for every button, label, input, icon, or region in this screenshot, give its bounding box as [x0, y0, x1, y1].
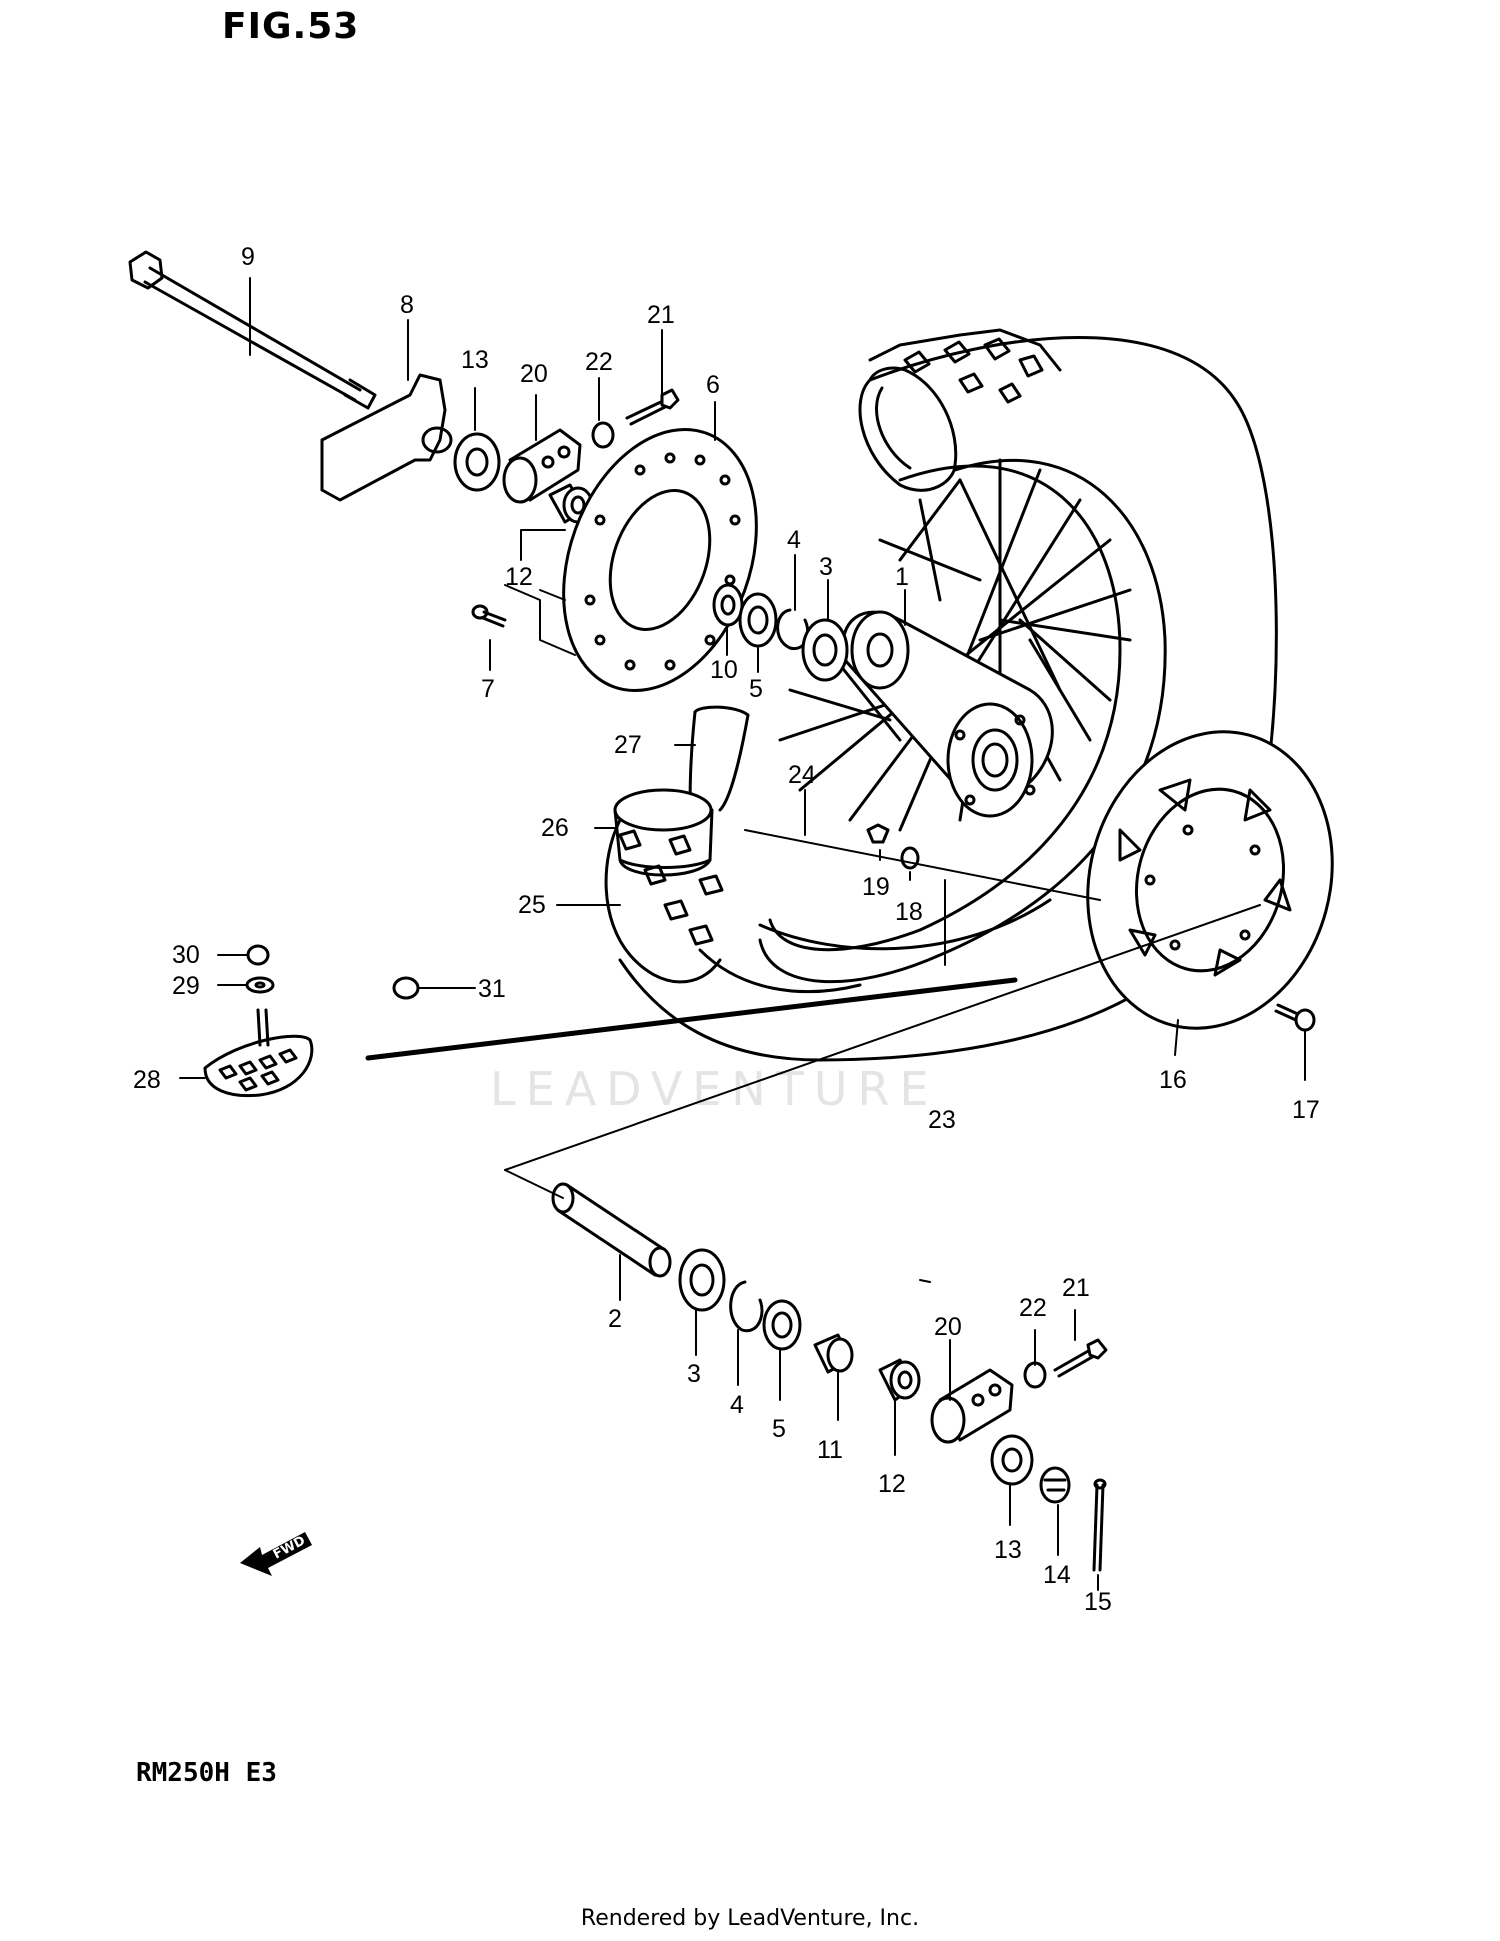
nut-upper	[591, 421, 615, 449]
callout-labels: 9 8 13 20 22 21 6 12 7 10 5 4 3 1 27 24 …	[133, 243, 1320, 1616]
callout-12: 12	[505, 563, 533, 591]
spacer-11	[813, 1333, 854, 1374]
hub-spacer	[712, 583, 744, 627]
fwd-label: FWD	[271, 1533, 308, 1562]
callout-31: 31	[478, 975, 506, 1003]
circlip-lower	[729, 1280, 764, 1333]
callout-22: 22	[585, 348, 613, 376]
callout-14: 14	[1043, 1561, 1071, 1589]
callout-8: 8	[400, 291, 414, 319]
callout-6: 6	[706, 371, 720, 399]
chain-adjuster-plate	[320, 373, 453, 502]
castle-nut	[1039, 1466, 1071, 1504]
callout-5-lower: 5	[772, 1415, 786, 1443]
callout-9: 9	[241, 243, 255, 271]
axle-nut-upper	[453, 432, 501, 492]
callout-12-lower: 12	[878, 1470, 906, 1498]
callout-4-lower: 4	[730, 1391, 744, 1419]
callout-11: 11	[817, 1436, 843, 1464]
inner-tube	[613, 788, 714, 877]
callout-24: 24	[788, 761, 816, 789]
rim-lock	[203, 1008, 314, 1098]
bearing-lower	[678, 1248, 726, 1312]
callout-13-lower: 13	[994, 1536, 1022, 1564]
callout-1: 1	[895, 563, 909, 591]
axle-collar	[551, 1182, 672, 1278]
wheel-hub	[841, 610, 1054, 818]
bolt-upper	[625, 388, 680, 426]
callout-30: 30	[172, 941, 200, 969]
callout-15: 15	[1084, 1588, 1112, 1616]
callout-3: 3	[819, 553, 833, 581]
chain-adjuster-upper	[502, 428, 582, 504]
sprocket-bolt	[1274, 1003, 1316, 1032]
footer-credit: Rendered by LeadVenture, Inc.	[580, 1906, 920, 1931]
callout-5: 5	[749, 675, 763, 703]
rim-lock-nut	[246, 944, 270, 966]
callout-21: 21	[647, 301, 675, 329]
tire-cutaway	[858, 328, 1062, 492]
callout-19: 19	[862, 873, 890, 901]
disc-bolt	[471, 604, 507, 628]
callout-20-lower: 20	[934, 1313, 962, 1341]
model-code: RM250H E3	[136, 1758, 277, 1788]
bearing-upper	[801, 618, 849, 682]
valve-nut	[866, 823, 890, 844]
callout-23: 23	[928, 1106, 956, 1134]
axle-spacer-lower	[878, 1358, 921, 1402]
callout-10: 10	[710, 656, 738, 684]
oil-seal-lower	[762, 1299, 802, 1351]
callout-3-lower: 3	[687, 1360, 701, 1388]
callout-27: 27	[614, 731, 642, 759]
rear-sprocket	[1086, 730, 1334, 1030]
rim-band	[758, 898, 1052, 951]
leader-lines	[179, 277, 1306, 1591]
callout-4: 4	[787, 526, 801, 554]
brake-disc	[562, 427, 758, 693]
callout-22-lower: 22	[1019, 1294, 1047, 1322]
callout-13: 13	[461, 346, 489, 374]
callout-20: 20	[520, 360, 548, 388]
watermark-text: LEADVENTURE	[490, 1062, 939, 1116]
figure-title: FIG.53	[222, 6, 360, 47]
cotter-pin	[1092, 1478, 1107, 1572]
bolt-lower	[1053, 1338, 1108, 1378]
callout-17: 17	[1292, 1096, 1320, 1124]
callout-21-lower: 21	[1062, 1274, 1090, 1302]
callout-2: 2	[608, 1305, 622, 1333]
callout-26: 26	[541, 814, 569, 842]
callout-25: 25	[518, 891, 546, 919]
tire-cut-section	[604, 818, 724, 984]
fwd-arrow-icon: FWD	[240, 1532, 312, 1576]
axle	[128, 250, 377, 410]
assembly-lines	[365, 584, 1261, 1199]
valve-cap	[900, 846, 920, 870]
rim-lock-washer	[245, 976, 275, 994]
callout-29: 29	[172, 972, 200, 1000]
callout-7: 7	[481, 675, 495, 703]
nut-lower	[1023, 1361, 1047, 1389]
valve-dust-cap	[392, 976, 420, 1000]
callout-28: 28	[133, 1066, 161, 1094]
callout-18: 18	[895, 898, 923, 926]
axle-nut-lower	[990, 1434, 1034, 1486]
chain-adjuster-lower	[930, 1368, 1014, 1444]
oil-seal-upper	[738, 592, 778, 648]
callout-16: 16	[1159, 1066, 1187, 1094]
